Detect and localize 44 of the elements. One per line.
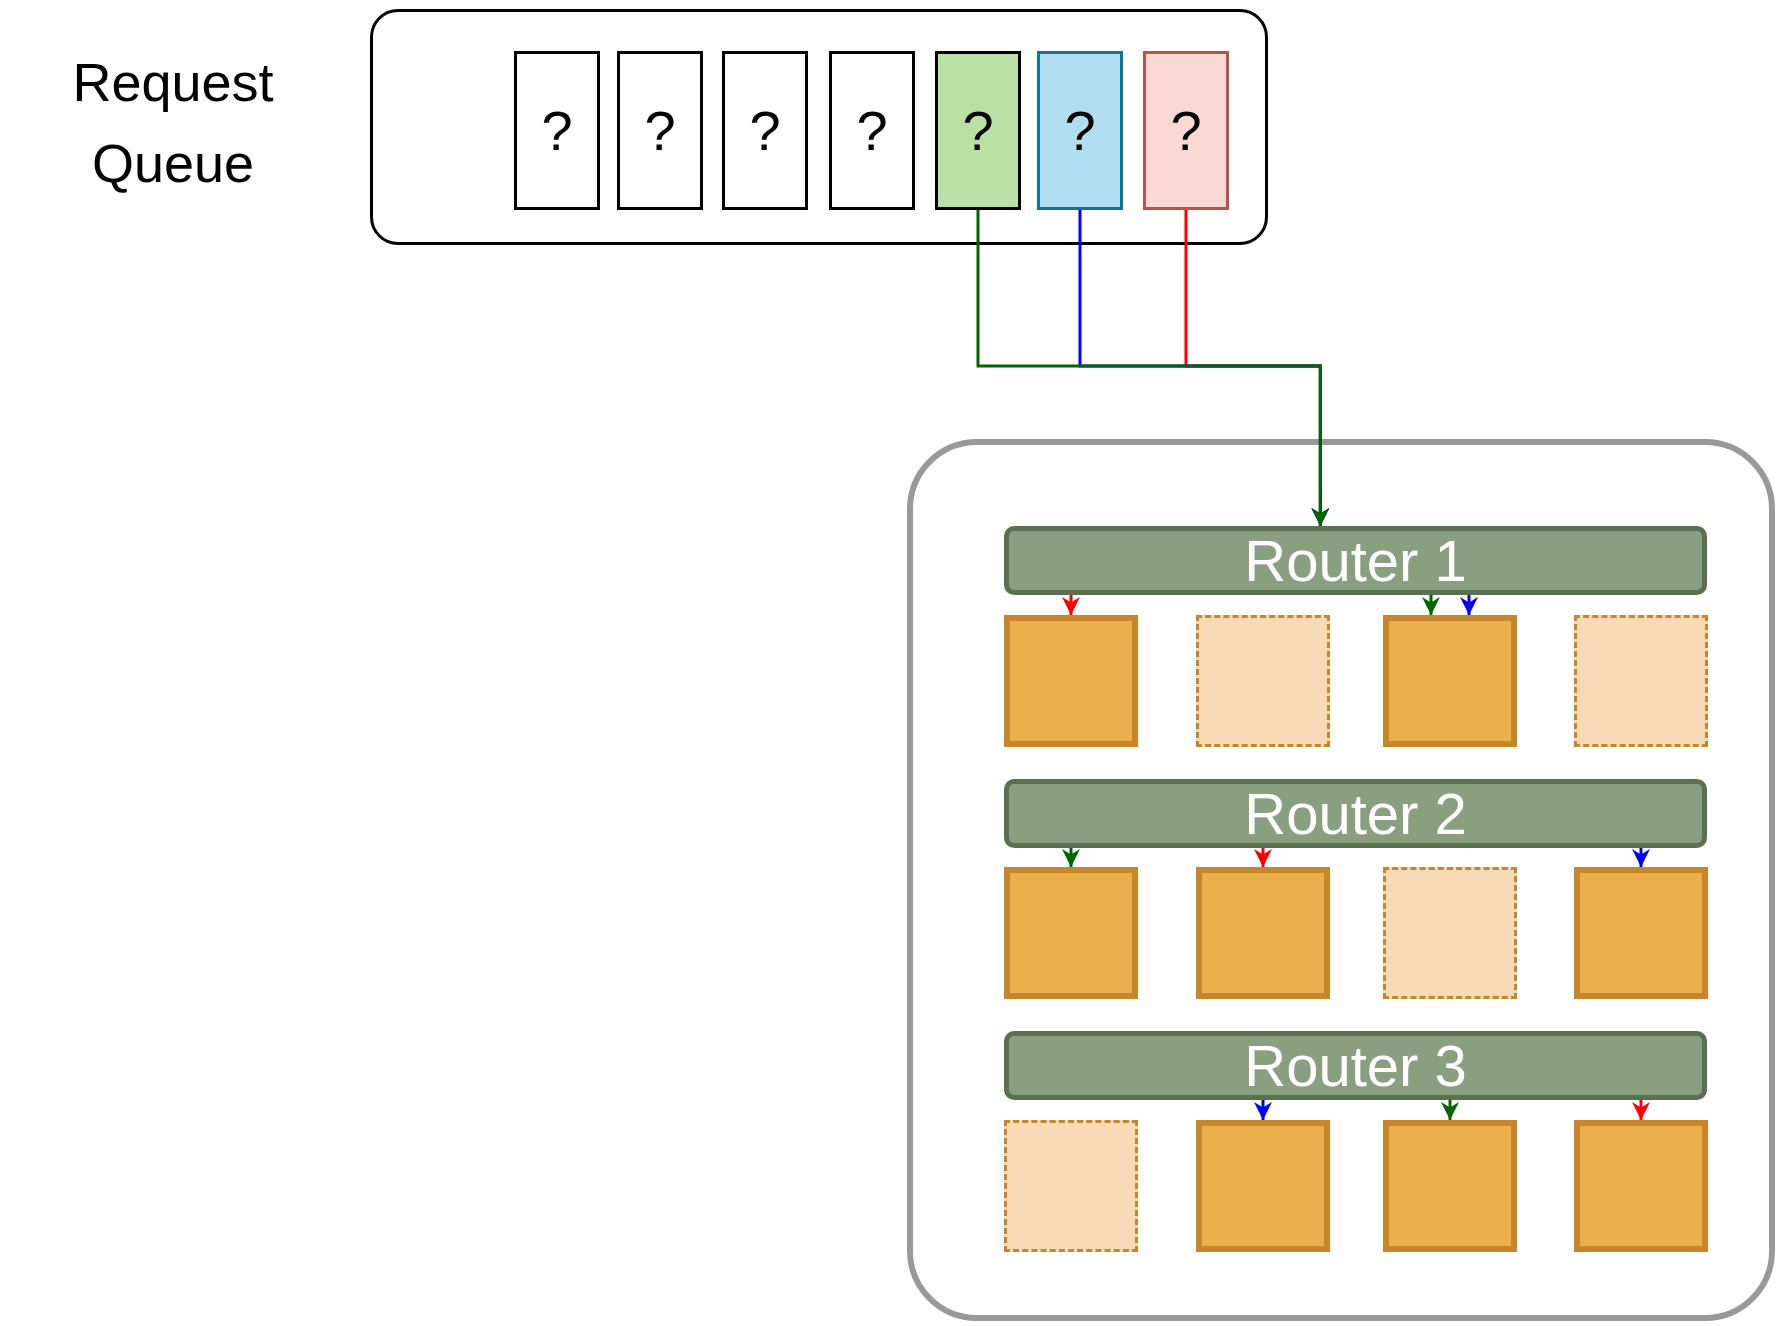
arrow	[1254, 1100, 1272, 1120]
arrow	[1632, 848, 1650, 867]
request-slot	[935, 51, 1021, 210]
arrow	[1254, 848, 1272, 867]
request-label: ?	[541, 98, 573, 163]
server-box	[1574, 1120, 1708, 1252]
arrow	[1441, 1100, 1459, 1120]
router-group-container	[907, 439, 1775, 1321]
server-box	[1383, 615, 1517, 747]
request-label: ?	[749, 98, 781, 163]
request-label: ?	[856, 98, 888, 163]
router-label: Router 1	[1244, 531, 1467, 590]
request-label: ?	[644, 98, 676, 163]
server-box	[1196, 1120, 1330, 1252]
server-box	[1004, 615, 1138, 747]
server-box	[1004, 867, 1138, 999]
arrow	[1460, 595, 1478, 615]
arrow	[1062, 848, 1080, 867]
request-slot	[514, 51, 600, 210]
queue-label: Request Queue	[71, 51, 275, 195]
arrow	[1062, 595, 1080, 615]
arrow	[976, 210, 1330, 526]
request-slot	[1037, 51, 1123, 210]
empty-server-slot	[1383, 867, 1517, 999]
request-slot	[617, 51, 703, 210]
router-label: Router 2	[1244, 784, 1467, 843]
arrow	[1632, 1100, 1650, 1120]
server-box	[1383, 1120, 1517, 1252]
request-slot	[829, 51, 915, 210]
empty-server-slot	[1574, 615, 1708, 747]
server-box	[1574, 867, 1708, 999]
request-label: ?	[962, 98, 994, 163]
router-bar	[1004, 526, 1707, 595]
server-box	[1196, 867, 1330, 999]
request-label: ?	[1170, 98, 1202, 163]
router-label: Router 3	[1244, 1036, 1467, 1095]
request-label: ?	[1064, 98, 1096, 163]
arrow	[1422, 595, 1440, 615]
request-slot	[722, 51, 808, 210]
router-bar	[1004, 779, 1707, 848]
router-bar	[1004, 1031, 1707, 1100]
empty-server-slot	[1196, 615, 1330, 747]
empty-server-slot	[1004, 1120, 1138, 1252]
request-slot	[1143, 51, 1229, 210]
